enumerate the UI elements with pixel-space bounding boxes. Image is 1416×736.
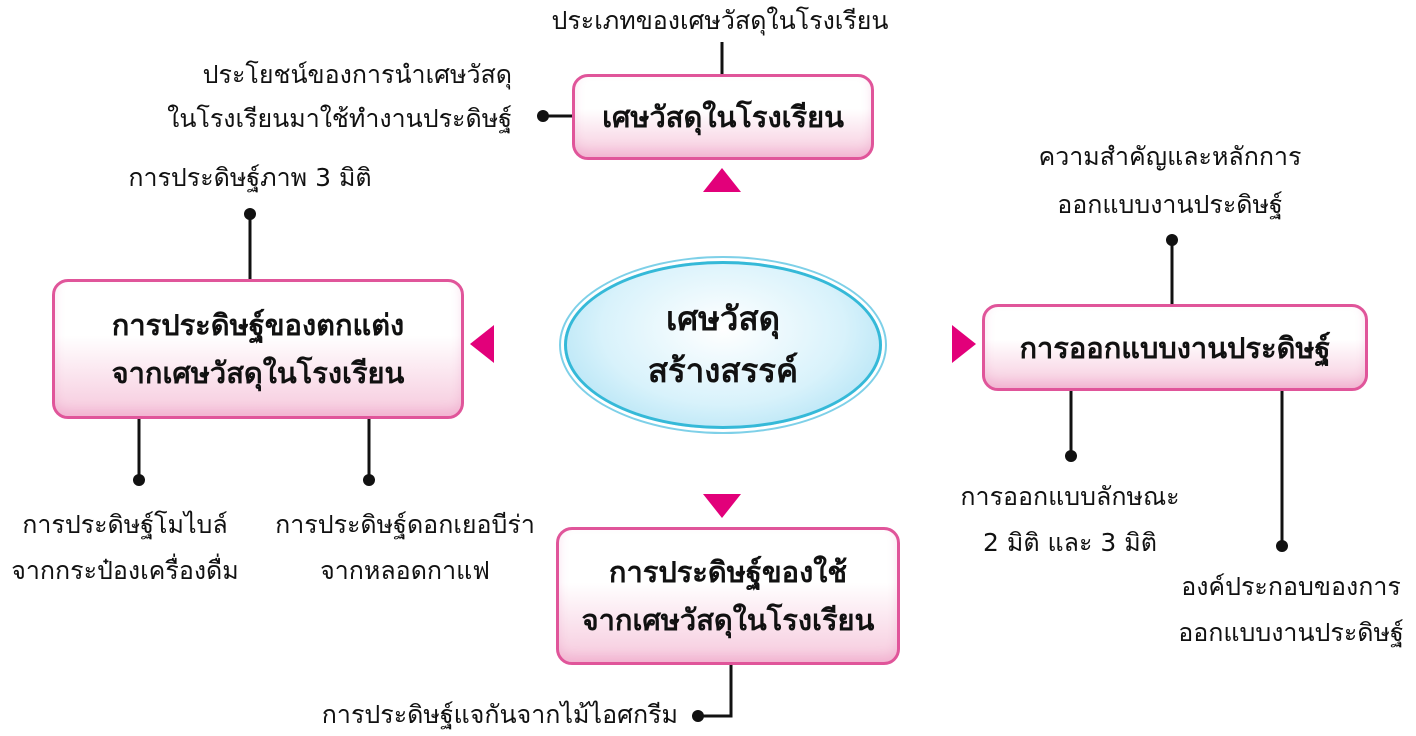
right-sub-design-line-2: 2 มิติ และ 3 มิติ [983, 528, 1157, 557]
left-topic-box: การประดิษฐ์ของตกแต่ง จากเศษวัสดุในโรงเรี… [52, 279, 464, 419]
right-topic-title: การออกแบบงานประดิษฐ์ [1019, 330, 1331, 365]
left-sub-gerbera-line-2: จากหลอดกาแฟ [320, 556, 490, 585]
center-topic: เศษวัสดุ สร้างสรรค์ [564, 261, 882, 429]
top-topic-title: เศษวัสดุในโรงเรียน [602, 100, 844, 134]
arrow-up [703, 168, 741, 252]
center-topic-line-2: สร้างสรรค์ [647, 351, 799, 390]
bottom-sub-vase: การประดิษฐ์แจกันจากไม้ไอศกรีม [321, 700, 678, 729]
center-topic-line-1: เศษวัสดุ [665, 299, 781, 338]
top-sub-types: ประเภทของเศษวัสดุในโรงเรียน [551, 6, 889, 35]
arrow-left [470, 325, 556, 363]
left-sub-mobile-line-1: การประดิษฐ์โมไบล์ [22, 510, 228, 539]
connector-dots [133, 110, 1288, 722]
right-sub-elements-line-1: องค์ประกอบของการ [1181, 572, 1401, 601]
bottom-topic-box: การประดิษฐ์ของใช้ จากเศษวัสดุในโรงเรียน [556, 527, 900, 665]
arrow-right [890, 325, 976, 363]
left-sub-gerbera-line-1: การประดิษฐ์ดอกเยอบีร่า [275, 510, 535, 539]
right-sub-elements-line-2: ออกแบบงานประดิษฐ์ [1178, 618, 1404, 647]
right-topic-box: การออกแบบงานประดิษฐ์ [982, 304, 1368, 391]
arrow-down [703, 436, 741, 518]
connector-lines [137, 42, 1284, 718]
right-sub-principles-line-2: ออกแบบงานประดิษฐ์ [1057, 190, 1283, 219]
left-sub-3d-picture: การประดิษฐ์ภาพ 3 มิติ [128, 163, 372, 192]
top-sub-benefits-line-2: ในโรงเรียนมาใช้ทำงานประดิษฐ์ [167, 104, 512, 133]
top-sub-benefits-line-1: ประโยชน์ของการนำเศษวัสดุ [202, 60, 512, 89]
bottom-topic-title-line-2: จากเศษวัสดุในโรงเรียน [581, 603, 875, 637]
right-sub-principles-line-1: ความสำคัญและหลักการ [1038, 142, 1302, 171]
bottom-topic-title-line-1: การประดิษฐ์ของใช้ [608, 555, 848, 589]
left-topic-title-line-1: การประดิษฐ์ของตกแต่ง [111, 308, 405, 342]
left-topic-title-line-2: จากเศษวัสดุในโรงเรียน [111, 356, 405, 390]
right-sub-design-line-1: การออกแบบลักษณะ [960, 482, 1180, 511]
left-sub-mobile-line-2: จากกระป๋องเครื่องดื่ม [11, 556, 239, 585]
top-topic-box: เศษวัสดุในโรงเรียน [572, 74, 874, 160]
